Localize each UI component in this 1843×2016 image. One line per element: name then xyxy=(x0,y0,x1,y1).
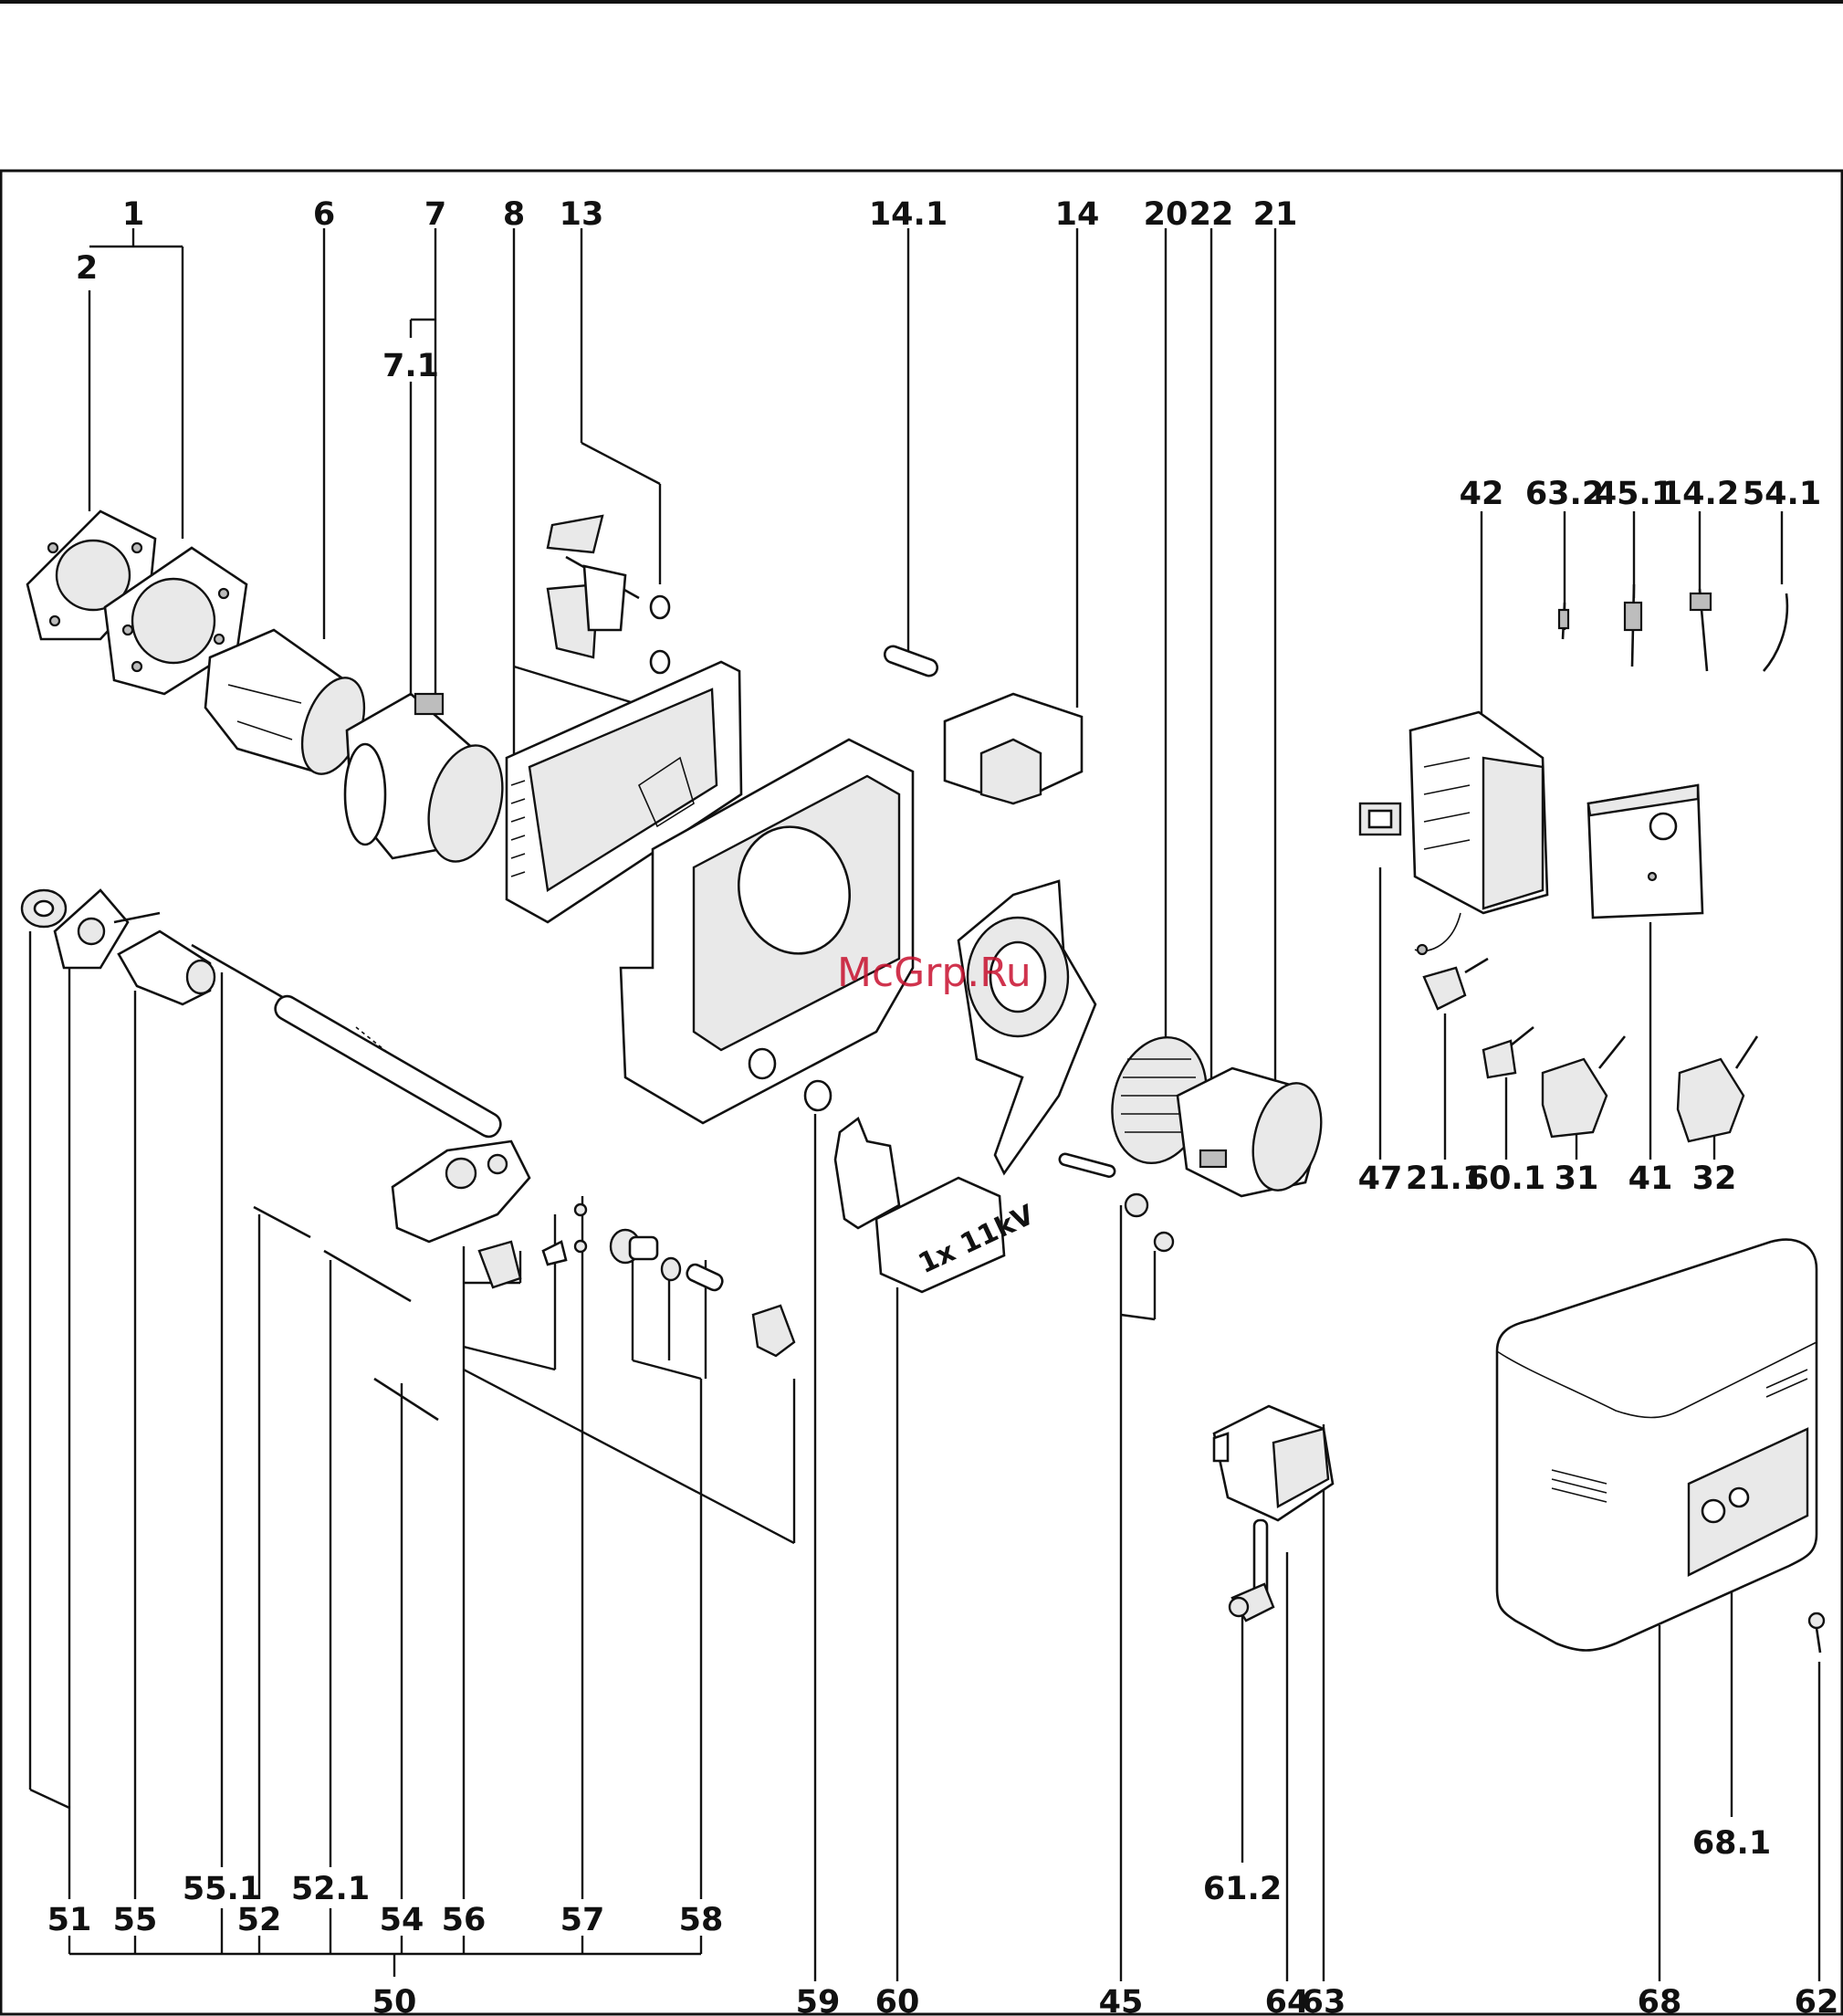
label-51: 51 xyxy=(47,1902,92,1938)
burner-head-7 xyxy=(345,694,515,870)
label-59: 59 xyxy=(796,1984,841,2016)
cover-plate-41 xyxy=(1588,785,1702,918)
label-7-1: 7.1 xyxy=(382,348,439,384)
label-47: 47 xyxy=(1358,1160,1403,1197)
wire-63-2 xyxy=(1559,603,1568,639)
baffle-plate-55 xyxy=(55,890,128,968)
connector-21-1 xyxy=(1424,959,1488,1009)
electrode-52 xyxy=(254,1207,310,1237)
oil-pipe xyxy=(271,992,504,1141)
fitting-58 xyxy=(611,1230,794,1356)
label-58: 58 xyxy=(679,1902,724,1938)
wire-54-1 xyxy=(1764,593,1787,671)
label-8: 8 xyxy=(503,196,525,233)
air-damper-13 xyxy=(548,516,669,673)
pin-14-1 xyxy=(883,644,940,677)
wire-14-2 xyxy=(1691,589,1711,671)
control-unit-42 xyxy=(1410,712,1547,954)
label-55: 55 xyxy=(113,1902,158,1938)
coupling-45 xyxy=(1058,1152,1173,1251)
label-6: 6 xyxy=(313,196,335,233)
watermark: McGrp.Ru xyxy=(837,950,1031,996)
clip-47 xyxy=(1360,803,1400,835)
label-7: 7 xyxy=(424,196,446,233)
screw-62 xyxy=(1809,1613,1824,1653)
label-60: 60 xyxy=(875,1984,920,2016)
connector-60-1 xyxy=(1483,1027,1534,1077)
screw-61-2 xyxy=(1230,1598,1248,1616)
label-41: 41 xyxy=(1628,1160,1673,1197)
o-ring-59 xyxy=(805,1081,831,1110)
fitting-57 xyxy=(543,1204,586,1265)
solenoid-valve-63 xyxy=(1214,1406,1333,1520)
wire-45-1 xyxy=(1625,584,1641,667)
label-56: 56 xyxy=(442,1902,487,1938)
label-52-1: 52.1 xyxy=(291,1871,370,1907)
label-68: 68 xyxy=(1638,1984,1682,2016)
label-50: 50 xyxy=(372,1984,417,2016)
label-22: 22 xyxy=(1189,196,1234,233)
nozzle-disc-51 xyxy=(22,890,66,927)
label-63: 63 xyxy=(1302,1984,1346,2016)
fan-motor-21 xyxy=(1178,1068,1332,1198)
component-block-14 xyxy=(945,694,1082,803)
label-14: 14 xyxy=(1055,196,1100,233)
nozzle-holder-55 xyxy=(114,913,215,1004)
electrode-52-1 xyxy=(324,1251,411,1301)
label-21: 21 xyxy=(1253,196,1298,233)
label-57: 57 xyxy=(560,1902,605,1938)
label-14-2: 14.2 xyxy=(1660,476,1739,512)
label-54: 54 xyxy=(380,1902,424,1938)
pump-assembly-56 xyxy=(393,1141,529,1287)
label-32: 32 xyxy=(1692,1160,1737,1197)
label-61-2: 61.2 xyxy=(1203,1871,1282,1907)
label-60-1: 60.1 xyxy=(1467,1160,1545,1197)
label-54-1: 54.1 xyxy=(1743,476,1821,512)
plug-31 xyxy=(1543,1036,1625,1137)
label-31: 31 xyxy=(1555,1160,1599,1197)
motor-plate xyxy=(958,881,1095,1173)
plug-32 xyxy=(1678,1036,1757,1141)
top-rule xyxy=(0,0,1843,4)
electrode-54 xyxy=(374,1379,438,1420)
ignition-transformer-60: 1x 11kV xyxy=(876,1178,1040,1292)
label-68-1: 68.1 xyxy=(1692,1825,1771,1862)
label-52: 52 xyxy=(237,1902,282,1938)
label-42: 42 xyxy=(1460,476,1504,512)
label-45: 45 xyxy=(1099,1984,1144,2016)
label-62: 62 xyxy=(1795,1984,1839,2016)
label-1: 1 xyxy=(122,196,144,233)
burner-cover-68 xyxy=(1497,1240,1817,1651)
label-63-2: 63.2 xyxy=(1525,476,1604,512)
label-20: 20 xyxy=(1144,196,1189,233)
label-14-1: 14.1 xyxy=(869,196,948,233)
label-13: 13 xyxy=(560,196,604,233)
label-2: 2 xyxy=(76,250,98,287)
